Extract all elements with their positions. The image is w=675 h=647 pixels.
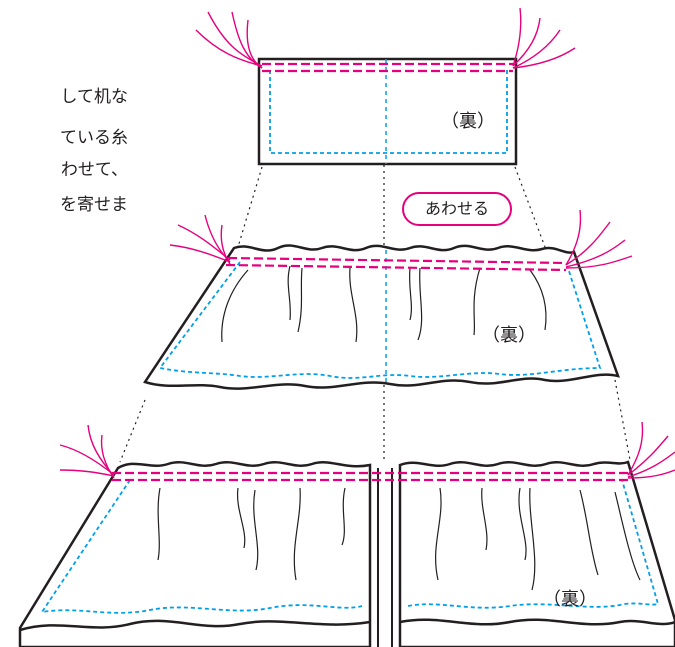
back-side-label-bottom-tier: （裏） <box>543 589 597 610</box>
align-label: あわせる <box>402 192 512 226</box>
middle-tier-thread-2 <box>225 263 567 272</box>
middle-tier-seam-line <box>158 261 602 379</box>
bottom-tier-left-outline <box>18 461 372 647</box>
instruction-line-3: わせて、 <box>60 160 128 180</box>
bottom-tier-right-outline <box>398 460 675 647</box>
guide-line-left-1 <box>237 166 263 248</box>
guide-line-right-2 <box>614 379 631 461</box>
bottom-tier-thread-ends-right <box>627 421 675 479</box>
guide-line-left-2 <box>119 399 146 463</box>
instruction-line-4: を寄せま <box>60 195 128 215</box>
bottom-tier-seam-right <box>407 479 660 609</box>
bottom-tier-thread-ends-left <box>59 424 115 479</box>
bottom-tier-seam-left <box>40 479 363 614</box>
bottom-tier-gathers <box>157 487 641 591</box>
guide-lines <box>119 165 631 463</box>
waistband-thread-ends-right <box>512 7 576 69</box>
middle-tier-gathers <box>221 265 547 343</box>
middle-tier-outline <box>143 244 620 390</box>
middle-tier-thread-ends-right <box>565 209 633 269</box>
waistband-piece <box>195 7 576 166</box>
back-side-label-middle-tier: （裏） <box>482 325 536 346</box>
middle-tier-thread-1 <box>227 256 567 265</box>
middle-tier-piece <box>143 209 633 390</box>
bottom-tier-hem-left <box>19 619 371 632</box>
instruction-line-1: して机な <box>60 87 129 107</box>
bottom-tier-center-opening <box>369 465 401 647</box>
waistband-outline <box>257 57 518 166</box>
instruction-line-2: ている糸 <box>60 128 128 148</box>
waistband-thread-ends-left <box>195 11 263 69</box>
guide-line-right-1 <box>514 166 546 248</box>
bottom-tier-piece <box>18 421 675 647</box>
middle-tier-thread-ends-left <box>169 214 231 265</box>
back-side-label-waistband: （裏） <box>441 111 495 132</box>
bottom-tier-hem-right <box>399 618 675 626</box>
